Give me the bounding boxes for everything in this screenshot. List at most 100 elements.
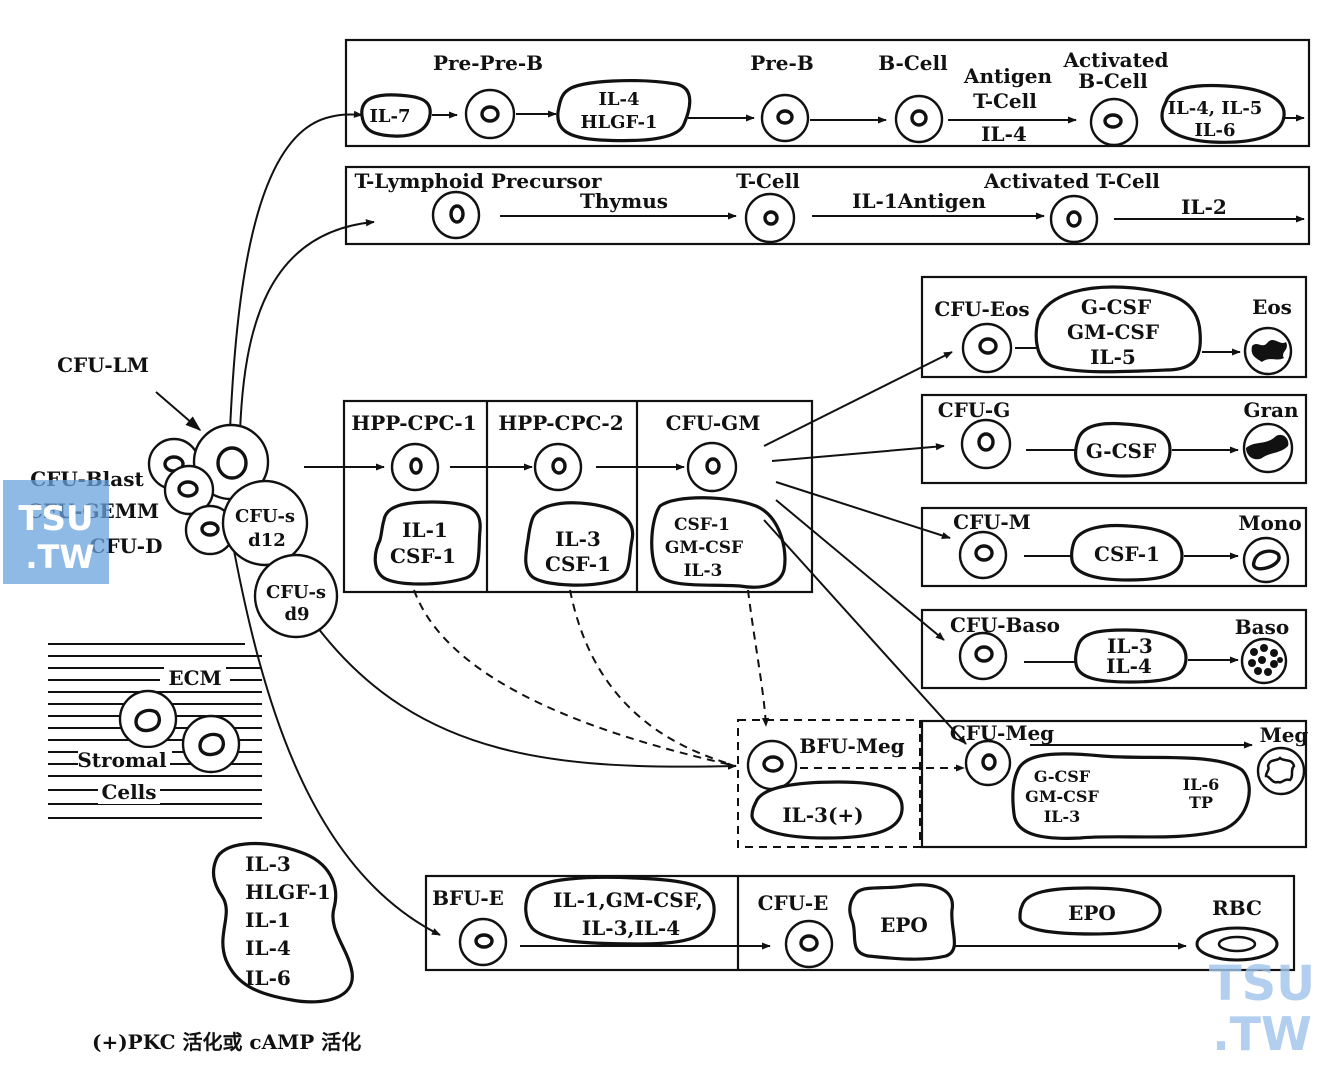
- mono-cell: [1242, 536, 1290, 584]
- cfu-meg-factor-r2: TP: [1189, 793, 1213, 812]
- erythroid-row: BFU-E IL-1,GM-CSF, IL-3,IL-4 CFU-E EPO E…: [424, 874, 1296, 972]
- il456-blob: [1160, 83, 1286, 144]
- hpp2-cell: [533, 442, 583, 492]
- gran-box: [920, 393, 1308, 485]
- cfu-m-cell: [958, 530, 1008, 580]
- cfu-gm-factor-blob: [650, 496, 787, 589]
- bfu-meg-factor-blob: [750, 780, 904, 840]
- cfu-s-d12-line2: d12: [248, 530, 286, 551]
- cfu-gm-cell: [686, 441, 738, 493]
- baso-factor-1: IL-3: [1107, 634, 1153, 658]
- il45-line1: IL-4, IL-5: [1168, 98, 1263, 119]
- curve-to-t-lineage: [239, 219, 375, 433]
- stroma-group: ECM Stromal Cells IL-3 HLGF-1 IL-1 IL-4 …: [48, 643, 354, 1004]
- il4-activation-label: IL-4: [981, 122, 1027, 146]
- b-lineage-row: Pre-Pre-B IL-7 IL-4 HLGF-1 Pre-B B-Cell …: [344, 38, 1311, 148]
- il7-blob: [360, 93, 432, 138]
- cfu-baso-label: CFU-Baso: [950, 613, 1060, 637]
- antigen-label: Antigen: [963, 64, 1053, 88]
- dash-hpp2-to-bfu-meg: [569, 589, 731, 765]
- il1-antigen-label: IL-1Antigen: [852, 189, 986, 213]
- baso-factor-2: IL-4: [1106, 654, 1152, 678]
- watermark-left-bottom: .TW: [25, 538, 94, 576]
- t-precursor-label: T-Lymphoid Precursor: [354, 169, 602, 193]
- cells-label: Cells: [101, 780, 156, 804]
- baso-row: CFU-Baso IL-3 IL-4 Baso: [920, 608, 1308, 690]
- hpp2-factor-2: CSF-1: [545, 552, 611, 576]
- hpp1-factor-1: IL-1: [402, 518, 448, 542]
- cfu-g-label: CFU-G: [938, 398, 1011, 422]
- dash-hpp1-to-bfu-meg: [413, 589, 737, 767]
- curve-to-erythroid: [231, 539, 441, 936]
- bfu-e-factor-1: IL-1,GM-CSF,: [553, 888, 703, 912]
- cfu-e-cell: [784, 919, 834, 969]
- thymus-label: Thymus: [580, 189, 668, 213]
- epo-blob-2: [1018, 886, 1162, 936]
- pre-pre-b-cell: [464, 88, 516, 140]
- cfu-gm-factor-2: GM-CSF: [665, 538, 743, 558]
- cfu-s-d12-cell: [221, 479, 309, 567]
- baso-factor-blob: [1074, 628, 1188, 684]
- watermark-right-top: TSU: [1209, 956, 1315, 1012]
- il4-hlgf1-blob: [556, 79, 692, 143]
- gran-row: CFU-G G-CSF Gran: [920, 393, 1308, 485]
- hpp2-factor-1: IL-3: [555, 527, 601, 551]
- progenitor-box: [342, 399, 814, 594]
- arrow-gm-to-eos: [763, 351, 953, 447]
- cfu-eos-cell: [961, 322, 1013, 374]
- tcell-label: T-Cell: [973, 89, 1037, 113]
- stromal-cell-2: [181, 714, 241, 774]
- bfu-meg-factor: IL-3(+): [782, 803, 863, 827]
- cfu-m-label: CFU-M: [953, 510, 1031, 534]
- hpp2-label: HPP-CPC-2: [498, 411, 623, 435]
- gran-label: Gran: [1243, 398, 1299, 422]
- cfu-eos-label: CFU-Eos: [934, 297, 1029, 321]
- eos-factor-1: G-CSF: [1081, 295, 1151, 319]
- hpp1-factor-blob: [373, 500, 482, 586]
- t-cell: [744, 192, 796, 244]
- baso-box: [920, 608, 1308, 690]
- curve-to-bfu-meg: [317, 627, 737, 770]
- stromal-factor-1: IL-3: [245, 852, 291, 876]
- cfu-lm-label: CFU-LM: [57, 353, 149, 377]
- cfu-s-d12-line1: CFU-s: [235, 506, 295, 527]
- eos-factor-3: IL-5: [1090, 345, 1136, 369]
- cfu-meg-factor-blob: [1011, 752, 1251, 840]
- activated-t-cell: [1049, 194, 1099, 244]
- ecm-label: ECM: [168, 666, 221, 690]
- meg-cell: [1256, 746, 1306, 796]
- footnote: (+)PKC 活化或 cAMP 活化: [92, 1030, 361, 1054]
- watermark-left: TSU .TW: [3, 480, 109, 584]
- il7-label: IL-7: [369, 106, 410, 127]
- cfu-s-d9-line1: CFU-s: [266, 582, 326, 603]
- mono-row: CFU-M CSF-1 Mono: [920, 506, 1308, 588]
- mono-factor-blob: [1070, 523, 1184, 582]
- arrow-gm-to-mono: [775, 481, 951, 539]
- mono-label: Mono: [1238, 511, 1301, 535]
- bfu-meg-dashed-box: [737, 719, 921, 848]
- eos-factor-2: GM-CSF: [1067, 320, 1159, 344]
- dash-cfu-gm-to-bfu-meg: [747, 589, 770, 727]
- pre-b-label: Pre-B: [750, 51, 814, 75]
- gran-factor: G-CSF: [1086, 439, 1156, 463]
- watermark-left-top: TSU: [18, 499, 93, 539]
- cfu-e-label: CFU-E: [758, 891, 829, 915]
- eos-box: [920, 275, 1308, 379]
- t-lineage-row: T-Lymphoid Precursor Thymus T-Cell IL-1A…: [344, 165, 1311, 246]
- b-cell-label: B-Cell: [878, 51, 948, 75]
- il2-label: IL-2: [1181, 195, 1227, 219]
- watermark-right: TSU .TW: [1209, 956, 1315, 1061]
- il4-line1: IL-4: [598, 89, 639, 110]
- cfu-s-d9-cell: [253, 553, 339, 639]
- pre-pre-b-label: Pre-Pre-B: [433, 51, 543, 75]
- stromal-factor-blob: [211, 841, 354, 1004]
- cfu-meg-factor-l2: GM-CSF: [1025, 787, 1099, 806]
- eos-cell: [1243, 326, 1293, 376]
- b-lineage-box: [344, 38, 1311, 148]
- pre-b-cell: [760, 93, 810, 143]
- hpp2-factor-blob: [524, 501, 635, 587]
- arrow-gm-to-meg: [763, 519, 967, 745]
- arrow-gm-to-gran: [771, 443, 945, 462]
- il6-line2: IL-6: [1194, 120, 1235, 141]
